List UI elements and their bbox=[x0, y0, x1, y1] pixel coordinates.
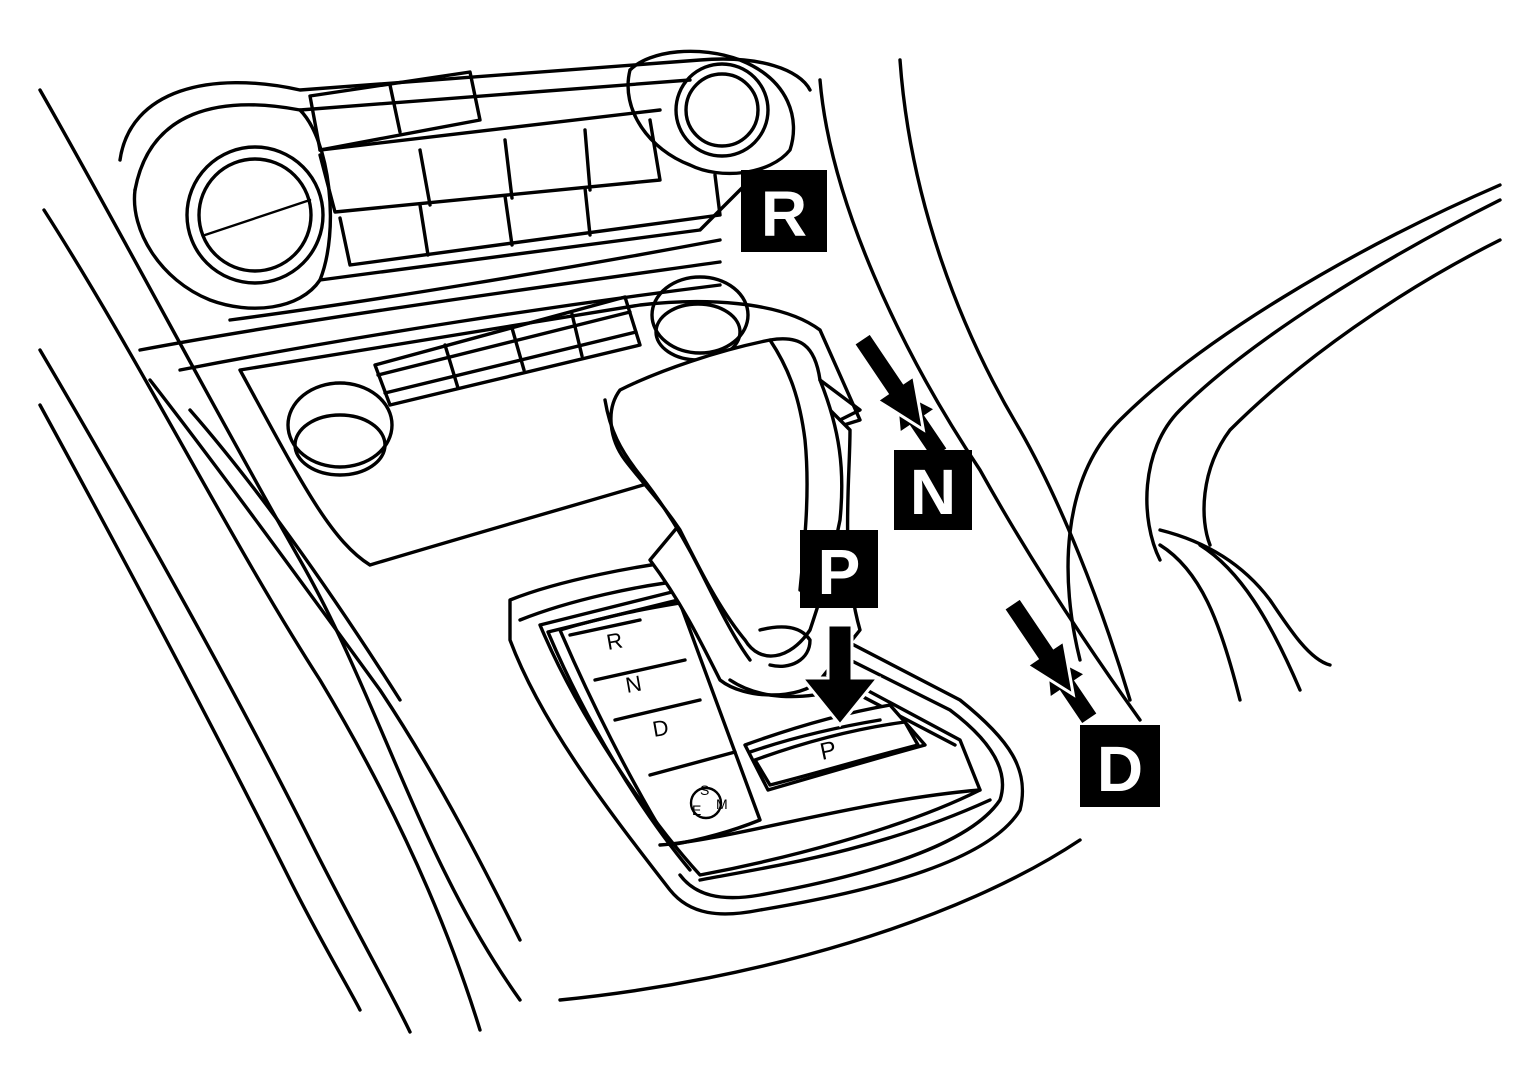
park-button[interactable]: P bbox=[743, 703, 927, 792]
callout-reverse-label: R bbox=[761, 178, 807, 250]
callout-reverse: R bbox=[741, 170, 827, 252]
mode-label-s: S bbox=[700, 782, 709, 798]
arrow-n-to-d bbox=[1001, 595, 1101, 728]
dash-mid-panel bbox=[238, 275, 862, 567]
mode-label-e: E bbox=[692, 802, 701, 818]
panel-label-drive: D bbox=[651, 715, 671, 742]
mode-switch-button[interactable]: S E M bbox=[689, 782, 728, 820]
gear-lever[interactable] bbox=[603, 337, 862, 699]
mode-label-m: M bbox=[716, 796, 728, 812]
callout-park: P bbox=[800, 530, 878, 608]
panel-label-reverse: R bbox=[605, 628, 625, 655]
park-button-label: P bbox=[818, 736, 839, 766]
callout-neutral-label: N bbox=[910, 456, 956, 528]
callout-drive: D bbox=[1080, 725, 1160, 807]
callout-drive-label: D bbox=[1097, 733, 1143, 805]
arrow-r-to-n bbox=[851, 330, 951, 463]
callout-park-label: P bbox=[818, 536, 861, 608]
dash-upper bbox=[118, 49, 812, 372]
movement-arrows bbox=[798, 330, 1101, 728]
callout-neutral: N bbox=[894, 450, 972, 530]
console-side-lines bbox=[38, 88, 1082, 1034]
console-right-lines bbox=[818, 58, 1502, 722]
panel-label-neutral: N bbox=[624, 671, 644, 698]
arrow-to-park bbox=[798, 623, 882, 728]
